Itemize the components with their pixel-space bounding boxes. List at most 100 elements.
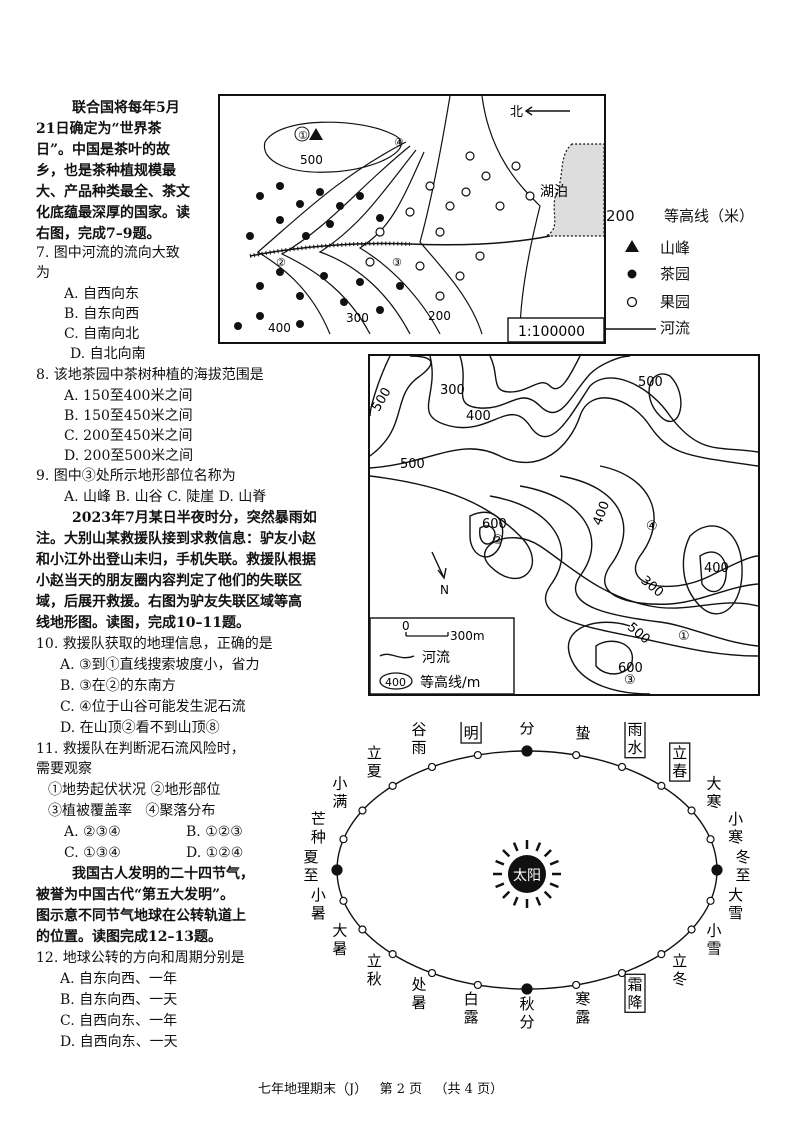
term-char: 白 <box>464 990 479 1008</box>
term-label: 大寒 <box>707 775 722 811</box>
contour-line <box>256 141 407 335</box>
q12-option-c[interactable]: C. 自西向东、一年 <box>60 1013 178 1029</box>
q9-options[interactable]: A. 山峰 B. 山谷 C. 陡崖 D. 山脊 <box>64 489 267 505</box>
q10-option-d[interactable]: D. 在山顶②看不到山顶⑧ <box>60 720 220 736</box>
north-label: 北 <box>510 105 523 120</box>
orbit-position <box>521 983 533 995</box>
q11-option-a[interactable]: A. ②③④ <box>64 824 121 840</box>
orbit-position <box>657 781 666 790</box>
contour-line <box>358 151 441 335</box>
term-char: 芒 <box>311 810 326 828</box>
q12-stem: 12. 地球公转的方向和周期分别是 <box>36 950 245 966</box>
term-label: 春分 <box>519 722 534 737</box>
q8-option-c[interactable]: C. 200至450米之间 <box>64 428 193 444</box>
orbit-position <box>572 750 581 760</box>
intro2-line: 小赵当天的朋友圈内容判定了他们的失联区 <box>36 573 302 589</box>
legend-contour-label: 等高线/m <box>420 674 480 691</box>
q12-option-d[interactable]: D. 自西向东、一天 <box>60 1034 178 1050</box>
q11-option-d[interactable]: D. ①②④ <box>186 845 244 861</box>
term-char: 寒 <box>728 828 743 846</box>
q11-option-b[interactable]: B. ①②③ <box>186 824 243 840</box>
orbit-position <box>339 896 348 905</box>
orbit-position <box>473 980 482 990</box>
term-char: 立 <box>367 952 382 970</box>
term-char: 明 <box>464 724 479 742</box>
term-char: 立 <box>672 744 687 762</box>
intro2-line: 注。大别山某救援队接到求救信息：驴友小赵 <box>36 531 316 547</box>
intro2-line: 域，后展开救援。右图为驴友失联区域等高 <box>36 594 302 610</box>
term-char: 清 <box>464 722 479 724</box>
legend-contour-value: 400 <box>385 676 406 689</box>
q12-option-a[interactable]: A. 自东向西、一年 <box>60 971 178 987</box>
contour-label: 500 <box>624 620 653 647</box>
orbit-position <box>617 762 627 772</box>
legend-river-label: 河流 <box>422 650 450 666</box>
term-box <box>624 722 646 759</box>
term-char: 寒 <box>575 990 590 1008</box>
orbit-position <box>388 781 397 790</box>
contour-label: 400 <box>704 561 729 576</box>
lake-label: 湖泊 <box>540 184 568 200</box>
term-char: 雪 <box>707 940 722 958</box>
term-char: 谷 <box>411 722 426 739</box>
term-char: 冬 <box>672 970 687 988</box>
scale-bar <box>405 632 449 637</box>
q8-option-d[interactable]: D. 200至500米之间 <box>64 448 194 464</box>
intro1-line: 日”。中国是茶叶的故 <box>36 142 171 158</box>
term-label: 霜降 <box>624 973 646 1013</box>
term-char: 夏 <box>367 762 382 780</box>
term-char: 大 <box>332 922 347 940</box>
q7-option-b[interactable]: B. 自东向西 <box>64 306 140 322</box>
intro3-line: 我国古人发明的二十四节气， <box>72 866 254 882</box>
q11-option-c[interactable]: C. ①③④ <box>64 845 121 861</box>
rescue-contour-map-svg: 300 500 500 400 600 400 300 500 400 600 … <box>369 355 759 695</box>
term-char: 暑 <box>311 904 326 922</box>
term-char: 寒 <box>707 793 722 811</box>
term-char: 雨 <box>411 739 426 757</box>
contour-label: 300 <box>638 573 667 600</box>
term-char: 至 <box>735 866 750 884</box>
orbit-position <box>572 980 581 990</box>
orbit-position <box>711 864 723 876</box>
term-char: 暑 <box>411 993 426 1011</box>
term-char: 露 <box>464 1008 479 1026</box>
term-char: 暑 <box>332 940 347 958</box>
orbit-position <box>687 806 696 815</box>
q8-option-a[interactable]: A. 150至400米之间 <box>64 388 193 404</box>
term-char: 秋 <box>367 970 382 988</box>
tea-dots <box>234 182 404 330</box>
contour-label: 300 <box>440 383 465 398</box>
q8-option-b[interactable]: B. 150至450米之间 <box>64 408 193 424</box>
intro2-line: 和小江外出登山未归，手机失联。救援队根据 <box>36 552 316 568</box>
sun-ray <box>502 849 511 858</box>
term-label: 夏至 <box>303 848 318 884</box>
term-label: 小寒 <box>728 810 743 846</box>
sun-ray <box>549 882 559 889</box>
q10-option-c[interactable]: C. ④位于山谷可能发生泥石流 <box>60 699 246 715</box>
north-label: N <box>440 583 449 597</box>
orbit-positions <box>331 745 723 995</box>
intro3-line: 图示意不同节气地球在公转轨道上 <box>36 908 246 924</box>
sun-label: 太阳 <box>513 868 541 884</box>
contour-line <box>481 95 541 335</box>
scale-zero: 0 <box>402 619 410 633</box>
term-label: 小暑 <box>311 886 326 922</box>
scale-label: 1:100000 <box>518 324 585 340</box>
sun-ray <box>512 842 519 852</box>
page-footer: 七年地理期末（J） 第 2 页 （共 4 页） <box>258 1082 504 1097</box>
q10-stem: 10. 救援队获取的地理信息，正确的是 <box>36 636 273 652</box>
q7-option-a[interactable]: A. 自西向东 <box>64 286 140 302</box>
q10-option-b[interactable]: B. ③在②的东南方 <box>60 678 176 694</box>
term-label: 惊蛰 <box>575 722 590 742</box>
term-labels: 春分惊蛰雨水立春大寒小寒冬至大雪小雪立冬霜降寒露秋分白露处暑立秋大暑小暑夏至芒种… <box>303 722 751 1031</box>
term-char: 露 <box>575 1008 590 1026</box>
q12-option-b[interactable]: B. 自东向西、一天 <box>60 992 178 1008</box>
q11-item: ①地势起伏状况 ②地形部位 <box>48 782 221 798</box>
q10-option-a[interactable]: A. ③到①直线搜索坡度小，省力 <box>60 657 260 673</box>
q8-stem: 8. 该地茶园中茶树种植的海拔范围是 <box>36 367 264 383</box>
orbit-position <box>687 925 696 934</box>
q7-option-c[interactable]: C. 自南向北 <box>64 326 140 342</box>
q7-option-d[interactable]: D. 自北向南 <box>70 346 146 362</box>
contour-label: 500 <box>638 375 663 390</box>
orbit-position <box>358 806 367 815</box>
